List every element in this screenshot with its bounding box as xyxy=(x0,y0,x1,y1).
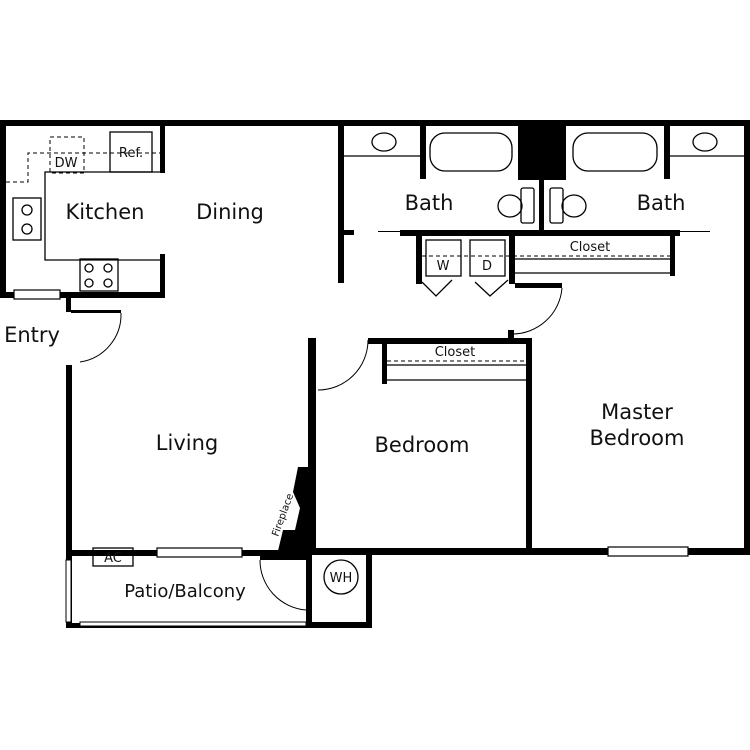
kitchen-fixtures xyxy=(6,131,160,292)
doors xyxy=(79,279,563,611)
bath-fixtures xyxy=(344,132,744,381)
patio-label: Patio/Balcony xyxy=(124,581,246,602)
windows xyxy=(13,289,689,627)
entry-door-swing xyxy=(79,312,122,363)
master-door-swing xyxy=(511,287,563,335)
refrigerator-label: Ref. xyxy=(119,146,143,161)
walls xyxy=(0,120,750,628)
bath-right-label: Bath xyxy=(637,191,686,215)
bedroom-door-swing xyxy=(317,339,369,391)
dryer-label: D xyxy=(482,259,492,274)
fireplace-shape xyxy=(277,467,312,555)
room-labels: Kitchen Dining Entry Living Bath Bath Be… xyxy=(4,191,685,602)
living-label: Living xyxy=(156,431,218,455)
bath-left-label: Bath xyxy=(405,191,454,215)
bedroom-label: Bedroom xyxy=(375,433,470,457)
water-heater-label: WH xyxy=(330,571,353,586)
ac-label: AC xyxy=(104,551,122,566)
master-bedroom-label-2: Bedroom xyxy=(590,426,685,450)
closet-top-label: Closet xyxy=(570,240,611,255)
closet-bedroom-label: Closet xyxy=(435,345,476,360)
master-bedroom-label-1: Master xyxy=(601,400,673,424)
kitchen-label: Kitchen xyxy=(66,200,145,224)
washer-label: W xyxy=(437,259,450,274)
patio-door-swing xyxy=(259,559,307,611)
entry-label: Entry xyxy=(4,323,60,347)
dining-label: Dining xyxy=(196,200,264,224)
dishwasher-label: DW xyxy=(55,156,78,171)
